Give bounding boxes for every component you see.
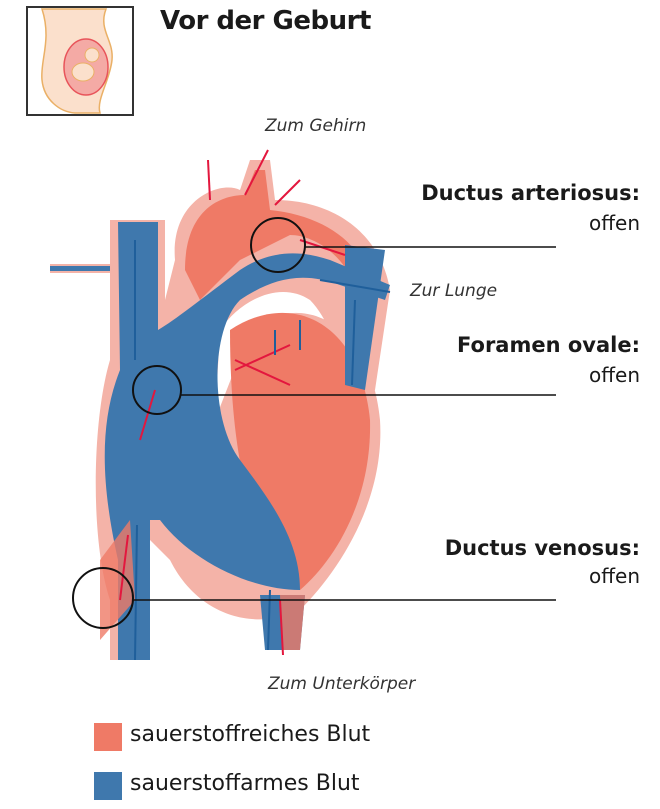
label-lower-body: Zum Unterkörper	[268, 674, 416, 694]
label-brain: Zum Gehirn	[265, 116, 367, 136]
callout-ductus-arteriosus: Ductus arteriosus:	[421, 181, 640, 205]
pregnancy-icon	[26, 6, 134, 116]
legend-label-oxygen-poor: sauerstoffarmes Blut	[130, 771, 360, 796]
page-title: Vor der Geburt	[160, 6, 371, 36]
legend-swatch-oxygen-poor	[94, 772, 122, 800]
ductus-venosus-marker	[72, 567, 134, 629]
callout-ductus-venosus-state: offen	[589, 564, 640, 588]
label-lung: Zur Lunge	[410, 281, 498, 301]
ductus-arteriosus-marker	[250, 217, 306, 273]
foramen-ovale-marker	[132, 365, 182, 415]
legend-swatch-oxygen-rich	[94, 723, 122, 751]
callout-ductus-arteriosus-state: offen	[589, 211, 640, 235]
callout-foramen-ovale-state: offen	[589, 363, 640, 387]
legend-label-oxygen-rich: sauerstoffreiches Blut	[130, 722, 371, 747]
callout-ductus-venosus: Ductus venosus:	[444, 536, 640, 560]
callout-foramen-ovale: Foramen ovale:	[457, 333, 640, 357]
